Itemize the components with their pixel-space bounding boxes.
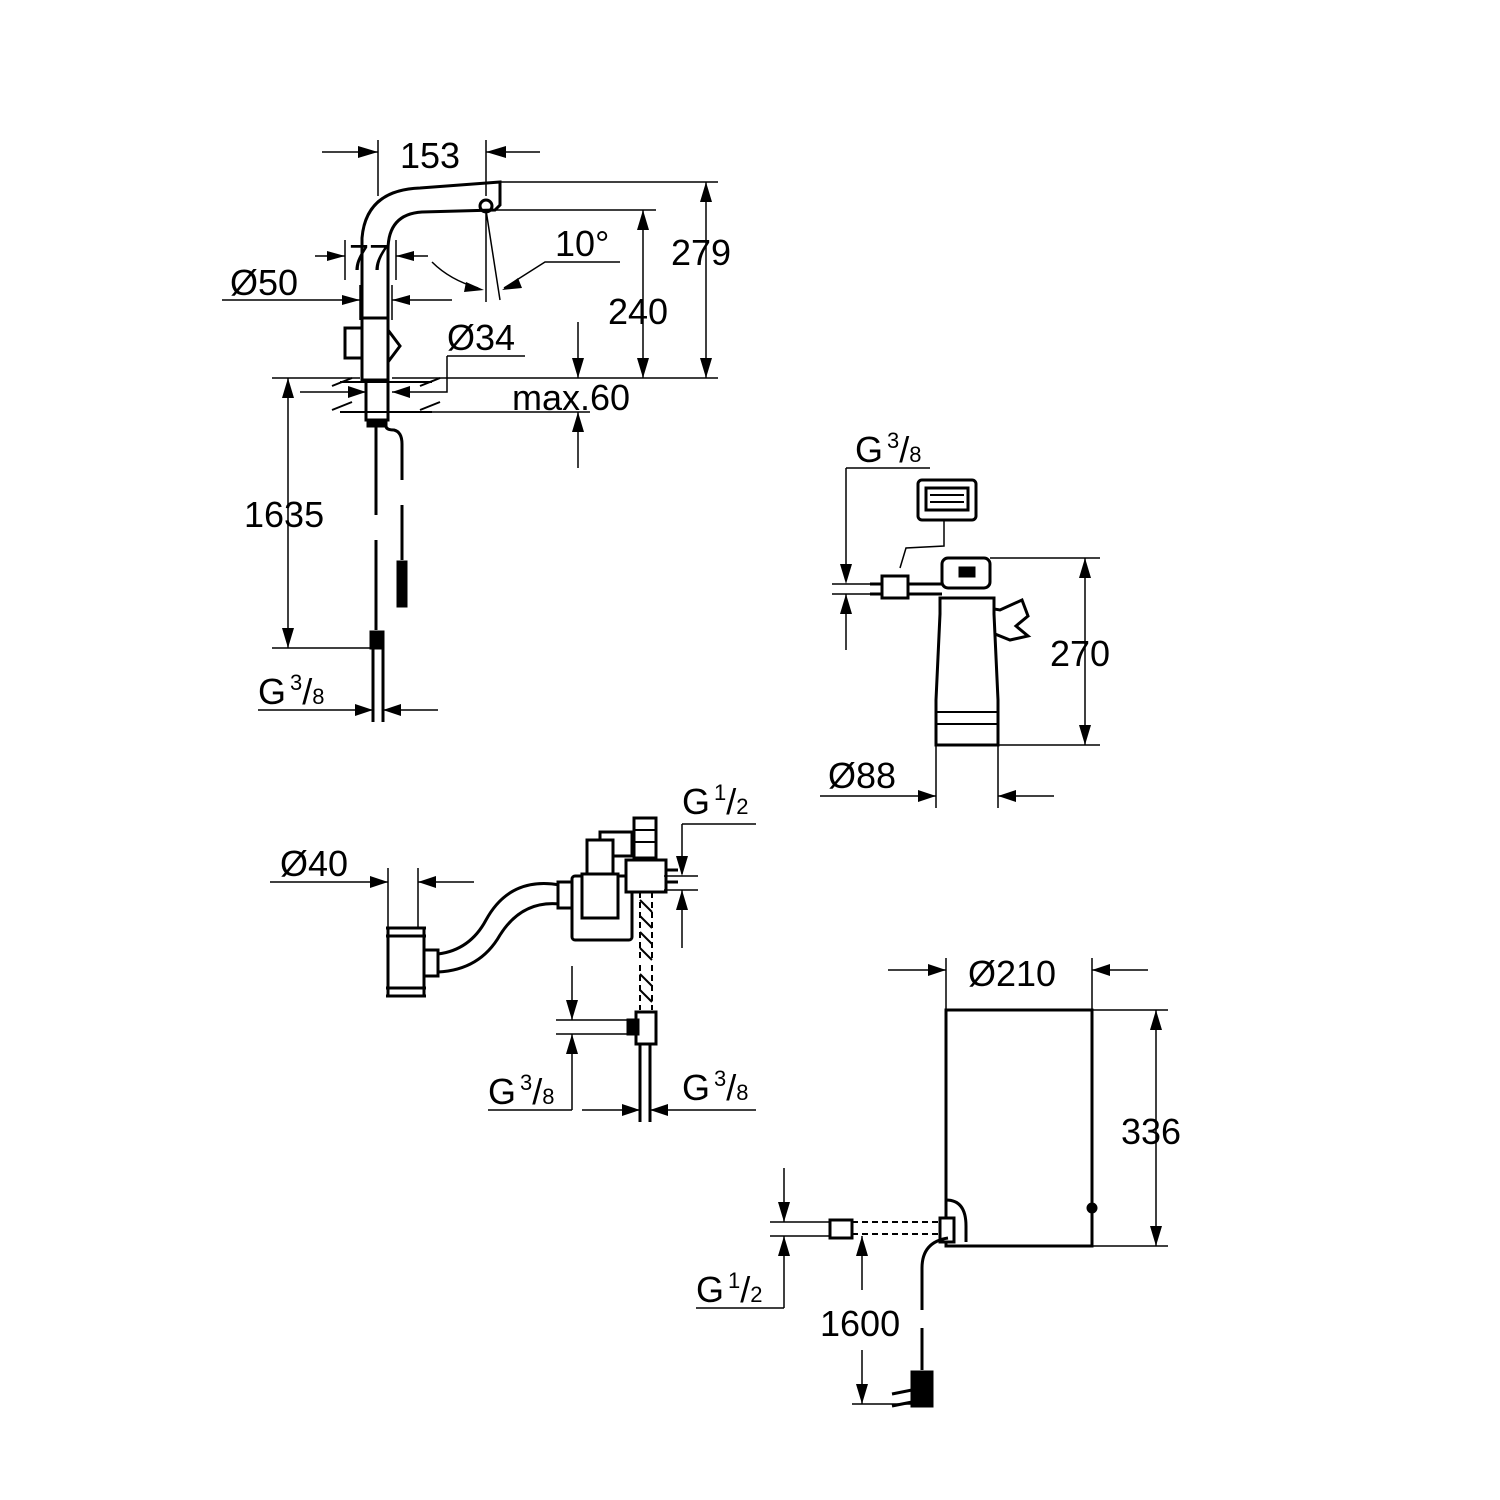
dim-77: 77 <box>349 237 389 278</box>
faucet-lever <box>343 326 402 363</box>
dim-336: 336 <box>1121 1111 1181 1152</box>
filter-bracket <box>939 597 1032 642</box>
dim-153: 153 <box>400 135 460 176</box>
t-piece <box>386 926 426 998</box>
dim-d210: Ø210 <box>968 953 1056 994</box>
boiler-tank <box>944 1008 1094 1248</box>
power-cable <box>920 1236 949 1370</box>
dim-10-deg: 10° <box>555 223 609 264</box>
dim-d50: Ø50 <box>230 262 298 303</box>
dim-279: 279 <box>671 232 731 273</box>
dim-d34: Ø34 <box>447 317 515 358</box>
dim-240: 240 <box>608 291 668 332</box>
dim-1635: 1635 <box>244 494 324 535</box>
boiler-supply-hose <box>852 1221 940 1235</box>
dim-270: 270 <box>1050 633 1110 674</box>
dim-d40: Ø40 <box>280 843 348 884</box>
dim-1600: 1600 <box>820 1303 900 1344</box>
drain-hose <box>437 882 561 956</box>
boiler-fitting <box>828 1218 854 1240</box>
filter-housing <box>934 596 1000 747</box>
braided-hose <box>639 892 653 1010</box>
filter-valve <box>880 574 910 600</box>
dim-max60: max.60 <box>512 377 630 418</box>
dim-d88: Ø88 <box>828 755 896 796</box>
faucet-body <box>360 316 390 382</box>
faucet-mount <box>364 378 390 422</box>
faucet-view: 153 279 240 77 10° Ø50 Ø34 <box>222 135 731 722</box>
